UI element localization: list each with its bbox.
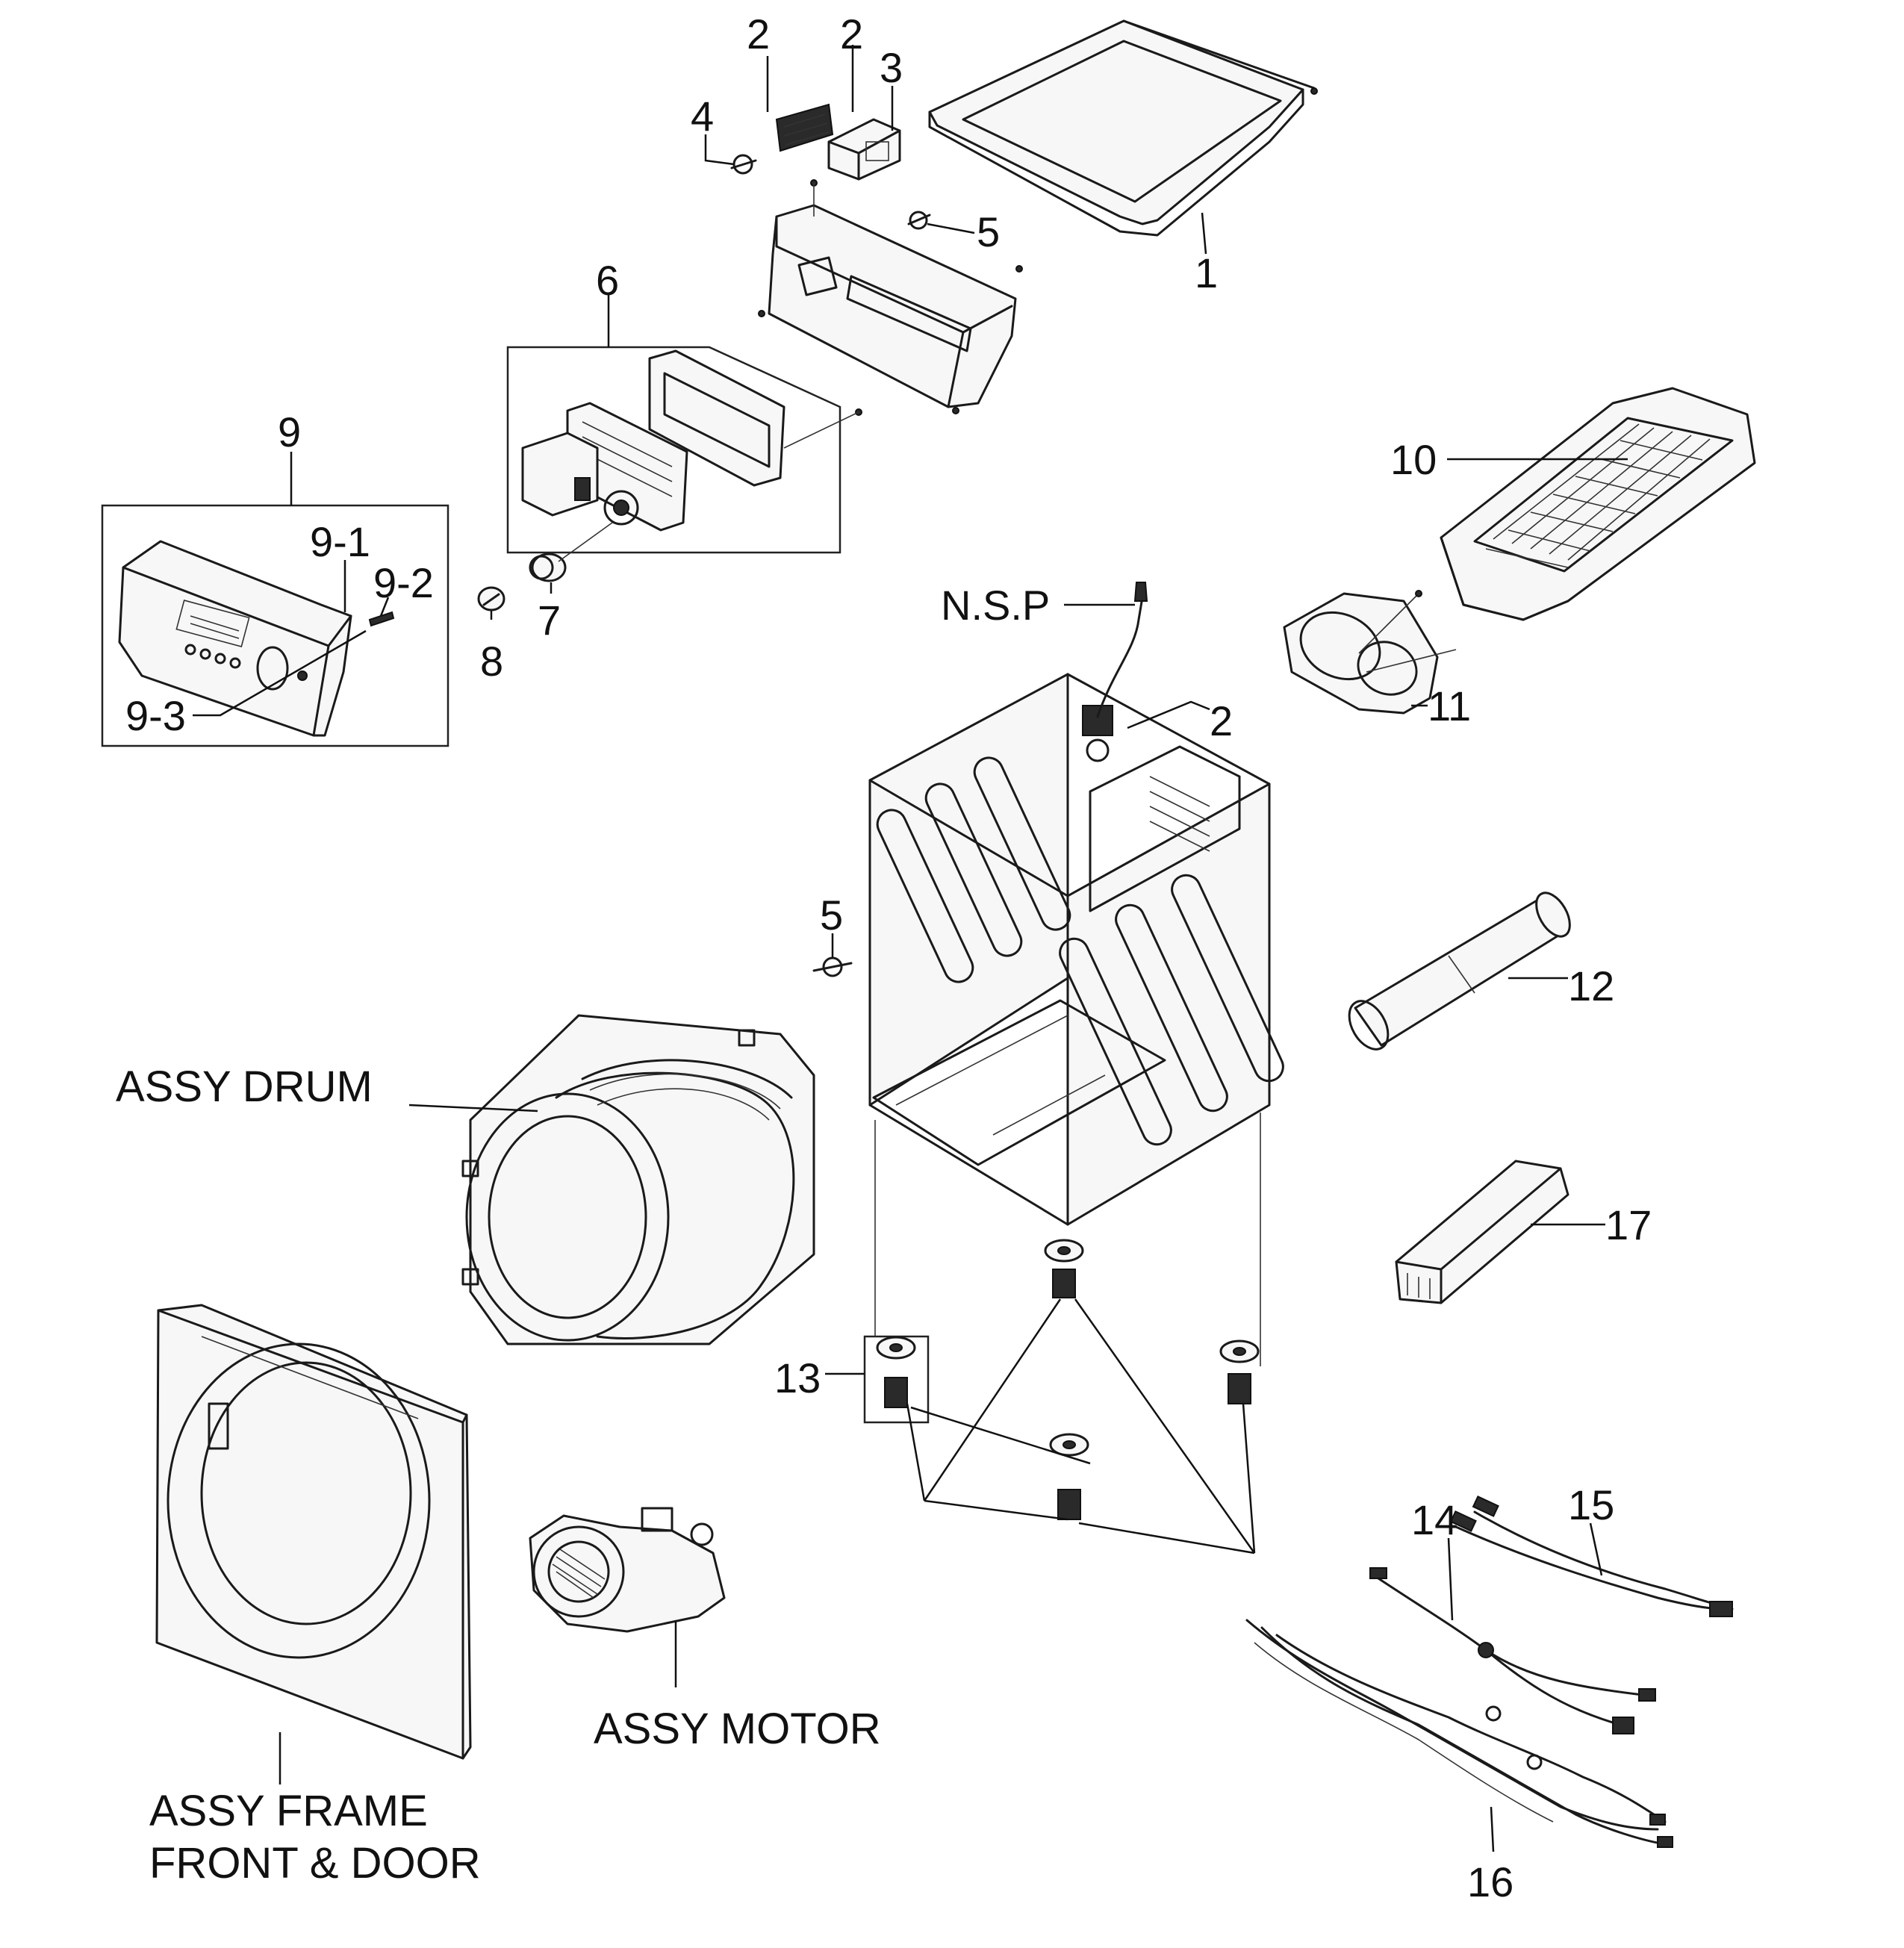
label-12: 12 xyxy=(1568,962,1614,1009)
label-9-3: 9-3 xyxy=(125,692,186,739)
power-cord-part xyxy=(1096,582,1148,718)
top-cover-part xyxy=(928,19,1318,237)
label-nsp: N.S.P xyxy=(941,582,1050,629)
filter-housing-part xyxy=(1283,590,1457,715)
control-housing-part xyxy=(758,179,1023,414)
pcb-part xyxy=(521,349,862,532)
label-9-1: 9-1 xyxy=(310,518,370,565)
front-frame-door-part xyxy=(155,1304,472,1760)
label-assy-frame-line1: ASSY FRAME xyxy=(149,1787,428,1835)
motor-assembly-part xyxy=(529,1507,726,1633)
label-2-cabinet: 2 xyxy=(1210,697,1233,744)
label-8: 8 xyxy=(480,638,503,685)
clip-4-part xyxy=(730,154,757,175)
label-1: 1 xyxy=(1195,249,1218,296)
screw-9-2-part xyxy=(368,611,395,627)
label-16: 16 xyxy=(1467,1858,1513,1905)
harness-15-part xyxy=(1449,1495,1734,1617)
label-assy-drum: ASSY DRUM xyxy=(116,1062,373,1111)
label-9-2: 9-2 xyxy=(373,559,434,606)
label-13: 13 xyxy=(774,1354,821,1401)
drum-assembly-part xyxy=(461,1014,815,1345)
label-2-bracket: 2 xyxy=(840,10,863,57)
heater-part xyxy=(1395,1160,1569,1304)
filter-part xyxy=(775,103,834,152)
button-part xyxy=(477,586,505,612)
foot-parts xyxy=(876,1239,1260,1520)
label-3: 3 xyxy=(880,44,903,91)
knob-part xyxy=(529,522,613,582)
leader-1 xyxy=(1201,212,1207,255)
label-10: 10 xyxy=(1390,436,1437,483)
lint-filter-part xyxy=(1440,387,1756,621)
control-panel-group-box xyxy=(101,504,449,747)
label-assy-frame-line2: FRONT & DOOR xyxy=(149,1839,481,1888)
clip-5-cabinet-part xyxy=(812,956,853,977)
duct-part xyxy=(1348,891,1571,1051)
control-panel-part xyxy=(118,540,352,737)
switch-bracket-part xyxy=(827,118,901,181)
label-2-filter: 2 xyxy=(747,10,770,57)
harness-16-part xyxy=(1245,1619,1673,1848)
clip-5-upper-part xyxy=(907,211,931,230)
label-4: 4 xyxy=(691,93,714,140)
label-14: 14 xyxy=(1411,1496,1457,1543)
label-15: 15 xyxy=(1568,1481,1614,1528)
label-5-cabinet: 5 xyxy=(820,891,843,939)
label-9: 9 xyxy=(278,408,301,455)
label-17: 17 xyxy=(1605,1201,1652,1248)
label-11: 11 xyxy=(1428,682,1471,729)
pcb-group-box xyxy=(506,346,841,554)
label-7: 7 xyxy=(538,597,561,644)
harness-14-part xyxy=(1369,1567,1656,1734)
label-assy-motor: ASSY MOTOR xyxy=(594,1705,881,1753)
cabinet-part xyxy=(868,673,1284,1226)
label-5-upper: 5 xyxy=(977,208,1000,255)
label-6: 6 xyxy=(596,257,619,304)
